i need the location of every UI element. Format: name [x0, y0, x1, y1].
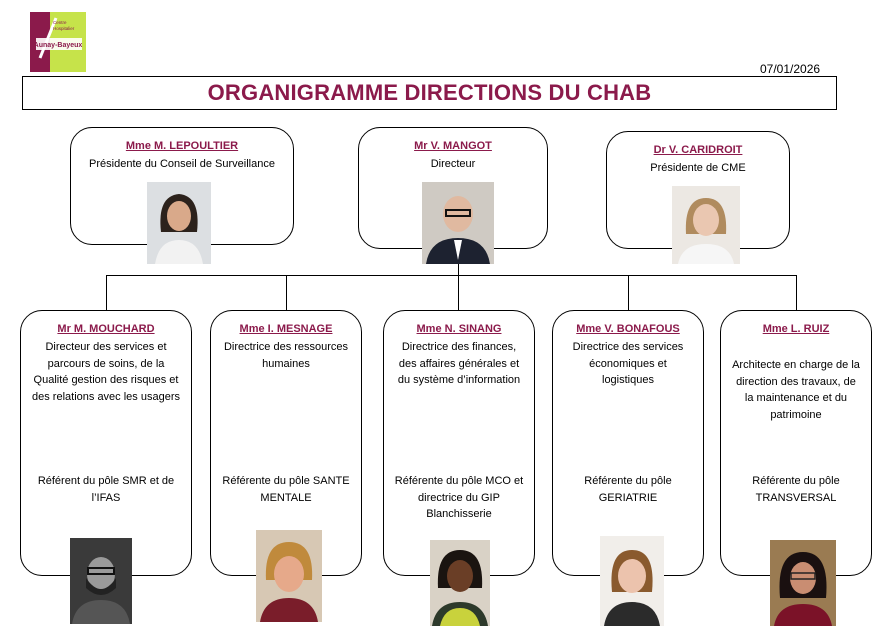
- card-direction-soins: Mr M. MOUCHARD Directeur des services et…: [20, 310, 192, 576]
- person-role: Présidente de CME: [650, 162, 746, 174]
- connector-drop-2: [286, 275, 287, 311]
- person-name: Dr V. CARIDROIT: [653, 144, 743, 156]
- connector-horizontal: [106, 275, 796, 276]
- svg-text:Centre: Centre: [53, 20, 67, 25]
- pole-reference: Référente du pôle MCO et directrice du G…: [394, 475, 524, 521]
- connector-drop-1: [106, 275, 107, 311]
- pole-reference: Référent du pôle SMR et de l’IFAS: [37, 475, 175, 504]
- connector-drop-5: [796, 275, 797, 311]
- person-role: Directrice des ressources humaines: [223, 341, 349, 370]
- person-role: Directeur: [430, 158, 476, 170]
- portrait-photo: [600, 536, 664, 626]
- person-name: Mme L. RUIZ: [762, 323, 830, 335]
- portrait-photo: [430, 540, 490, 626]
- person-name: Mme M. LEPOULTIER: [125, 140, 239, 152]
- document-date: 07/01/2026: [760, 62, 821, 76]
- person-name: Mr M. MOUCHARD: [57, 323, 155, 335]
- portrait-photo: [770, 540, 836, 626]
- title-banner: ORGANIGRAMME DIRECTIONS DU CHAB: [22, 76, 837, 110]
- portrait-photo: [147, 182, 211, 264]
- person-name: Mr V. MANGOT: [414, 140, 492, 152]
- card-direction-travaux: Mme L. RUIZ Architecte en charge de la d…: [720, 310, 872, 576]
- connector-drop-3: [458, 275, 459, 311]
- card-direction-finances: Mme N. SINANG Directrice des finances, d…: [383, 310, 535, 576]
- pole-reference: Référente du pôle GERIATRIE: [584, 475, 672, 504]
- portrait-photo: [70, 538, 132, 624]
- pole-reference: Référente du pôle SANTE MENTALE: [222, 475, 350, 504]
- person-role: Présidente du Conseil de Surveillance: [89, 158, 275, 170]
- card-direction-logistique: Mme V. BONAFOUS Directrice des services …: [552, 310, 704, 576]
- pole-reference: Référente du pôle TRANSVERSAL: [752, 475, 840, 504]
- hospital-logo: Aunay-Bayeux Centre Hospitalier: [30, 12, 86, 72]
- svg-text:Aunay-Bayeux: Aunay-Bayeux: [34, 42, 83, 49]
- person-role: Directrice des finances, des affaires gé…: [397, 341, 521, 387]
- connector-drop-4: [628, 275, 629, 311]
- person-name: Mme I. MESNAGE: [239, 323, 333, 335]
- person-role: Architecte en charge de la direction des…: [732, 359, 860, 421]
- person-role: Directrice des services économiques et l…: [572, 341, 684, 387]
- portrait-photo: [672, 186, 740, 264]
- portrait-photo: [256, 530, 322, 622]
- person-role: Directeur des services et parcours de so…: [32, 341, 180, 403]
- person-name: Mme V. BONAFOUS: [576, 323, 680, 335]
- svg-text:Hospitalier: Hospitalier: [53, 26, 75, 31]
- person-name: Mme N. SINANG: [416, 323, 502, 335]
- page-title: ORGANIGRAMME DIRECTIONS DU CHAB: [207, 80, 652, 105]
- portrait-photo: [422, 182, 494, 264]
